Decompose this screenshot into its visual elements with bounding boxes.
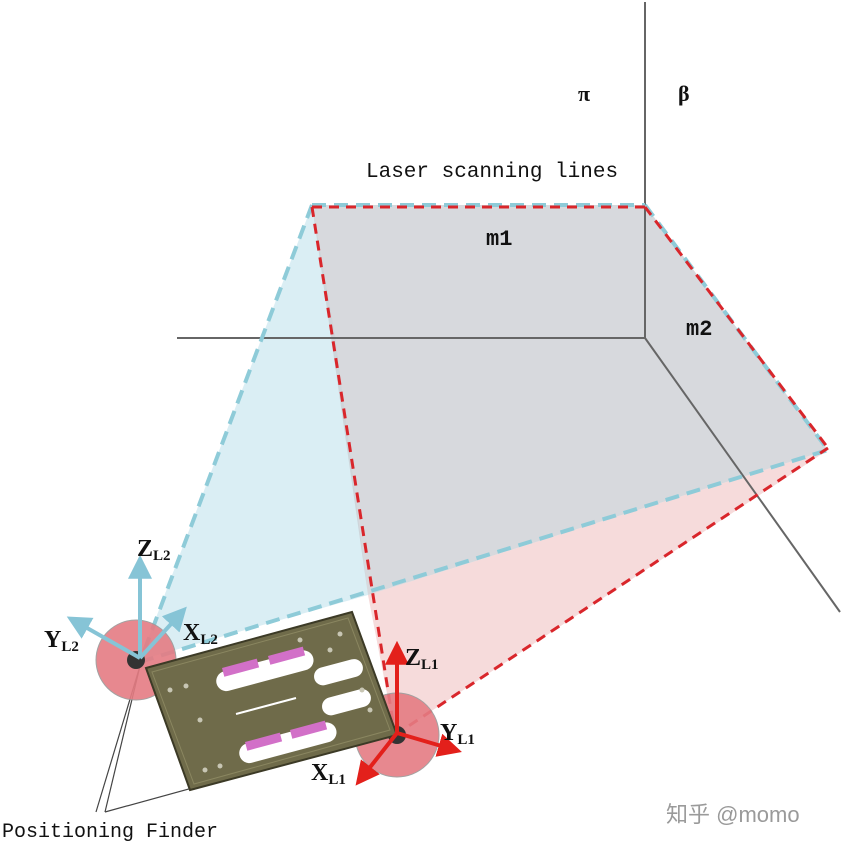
m1-label: m1 — [486, 227, 512, 252]
x-l2-label: XL2 — [183, 620, 218, 648]
x-l1-label: XL1 — [311, 760, 346, 788]
beta-label: β — [678, 81, 690, 106]
red-laser-lines — [310, 205, 830, 737]
y-l2-axis — [66, 616, 141, 660]
red-scan-fan — [368, 450, 828, 735]
axes-l2 — [66, 554, 187, 660]
m2-label: m2 — [686, 317, 712, 342]
diagonal-plane-line — [644, 337, 841, 613]
x-l2-axis — [138, 606, 187, 660]
z-l1-label: ZL1 — [405, 645, 439, 673]
y-l2-label: YL2 — [44, 627, 79, 655]
pi-label: π — [578, 81, 590, 106]
gray-plane-region — [312, 205, 828, 595]
blue-laser-lines — [138, 203, 830, 664]
positioning-finder-label: Positioning Finder — [2, 821, 218, 844]
axes-l1 — [355, 640, 462, 786]
z-l2-label: ZL2 — [137, 536, 171, 564]
scan-lines-title: Laser scanning lines — [366, 161, 618, 184]
blue-scan-fan — [140, 205, 368, 660]
watermark: 知乎 @momo — [666, 802, 800, 827]
y-l1-axis — [396, 731, 462, 757]
x-l1-axis — [355, 731, 399, 786]
y-l1-label: YL1 — [440, 720, 475, 748]
robot-plate — [144, 610, 399, 792]
